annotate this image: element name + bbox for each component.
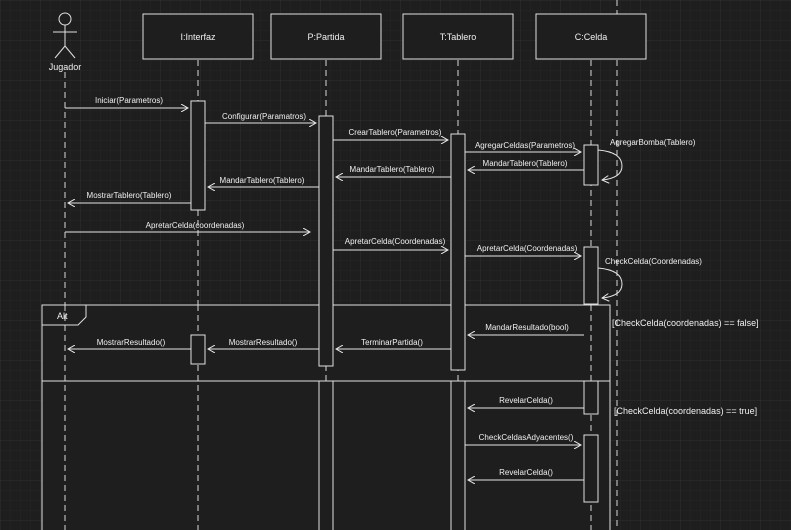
message-m1-label: Iniciar(Parametros) (95, 96, 163, 105)
activation-celda-3[interactable] (583, 380, 599, 415)
message-m5-selfcall[interactable] (597, 149, 623, 180)
participant-partida-box[interactable] (270, 13, 382, 60)
message-m10-label: ApretarCelda(coordenadas) (146, 221, 245, 230)
message-m16-label: MostrarResultado() (229, 338, 298, 347)
alt-operator-label: Alt (57, 311, 68, 321)
message-m17-label: MostrarResultado() (97, 338, 166, 347)
actor-jugador-label: Jugador (49, 62, 82, 72)
message-m18-label: RevelarCelda() (499, 396, 553, 405)
message-m11-label: ApretarCelda(Coordenadas) (345, 237, 446, 246)
participant-tablero-box[interactable] (402, 13, 514, 60)
message-m8-label: MandarTablero(Tablero) (220, 176, 305, 185)
message-m3-label: CrearTablero(Parametros) (349, 128, 442, 137)
participant-tablero-label: T:Tablero (440, 32, 477, 42)
participant-celda-label: C:Celda (575, 32, 608, 42)
message-m19-label: CheckCeldasAdyacentes() (479, 433, 574, 442)
activation-celda-2[interactable] (583, 246, 599, 305)
message-m9-label: MostrarTablero(Tablero) (87, 191, 172, 200)
message-m4-label: AgregarCeldas(Parametros) (475, 141, 575, 150)
activation-partida-1[interactable] (318, 115, 334, 367)
message-m20-label: RevelarCelda() (499, 468, 553, 477)
message-m13-label: CheckCelda(Coordenadas) (605, 257, 702, 266)
activation-tablero-1[interactable] (450, 133, 466, 371)
message-m6-label: MandarTablero(Tablero) (483, 159, 568, 168)
alt-guard-false: [CheckCelda(coordenadas) == false] (612, 318, 759, 328)
message-m13-selfcall[interactable] (597, 267, 623, 298)
participant-interfaz-label: I:Interfaz (180, 32, 216, 42)
message-m14-label: MandarResultado(bool) (485, 323, 569, 332)
message-m5-label: AgregarBomba(Tablero) (610, 138, 696, 147)
activation-partida-2[interactable] (318, 380, 334, 530)
participant-interfaz-box[interactable] (142, 13, 254, 60)
message-m7-label: MandarTablero(Tablero) (350, 165, 435, 174)
alt-fragment-tab (42, 304, 87, 326)
alt-guard-true: [CheckCelda(coordenadas) == true] (614, 406, 757, 416)
activation-interfaz-1[interactable] (190, 100, 206, 211)
message-m2-label: Configurar(Paramatros) (222, 112, 306, 121)
activation-celda-4[interactable] (583, 434, 599, 503)
participant-celda-box[interactable] (535, 13, 647, 60)
actor-jugador-icon (53, 12, 77, 59)
activation-celda-1[interactable] (583, 144, 599, 186)
participant-partida-label: P:Partida (307, 32, 344, 42)
message-m12-label: ApretarCelda(Coordenadas) (477, 244, 578, 253)
message-m15-label: TerminarPartida() (361, 338, 423, 347)
activation-interfaz-2[interactable] (190, 334, 206, 365)
activation-tablero-2[interactable] (450, 380, 466, 530)
